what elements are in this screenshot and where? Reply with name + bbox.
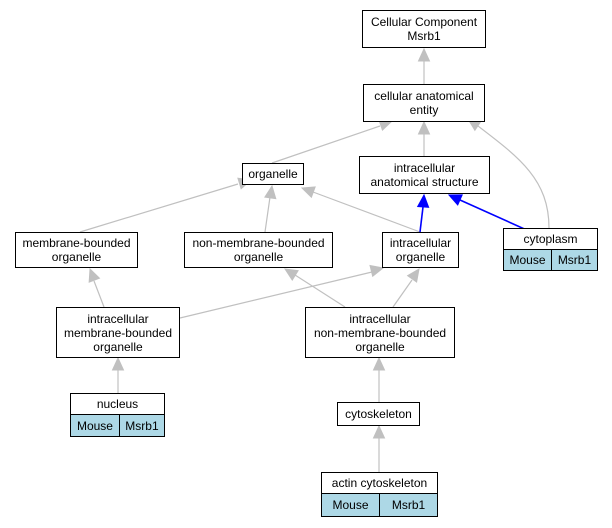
arrowhead <box>417 120 431 135</box>
node-cytoskeleton[interactable]: cytoskeleton <box>337 402 420 426</box>
arrowhead <box>88 267 101 283</box>
edge-mbo-to-organelle <box>79 177 253 233</box>
node-cellular-anatomical-entity[interactable]: cellular anatomical entity <box>363 84 485 122</box>
tag-species[interactable]: Mouse <box>322 494 379 516</box>
arrowhead <box>111 356 125 371</box>
arrowhead <box>369 264 385 278</box>
edge-actin-to-cytoskeleton <box>372 424 386 472</box>
arrowhead <box>406 268 420 283</box>
arrowhead <box>416 193 430 208</box>
tag-species[interactable]: Mouse <box>71 415 119 436</box>
edge-cytoskeleton-to-inmbo <box>372 356 386 402</box>
node-membrane-bounded-organelle[interactable]: membrane-bounded organelle <box>15 232 138 268</box>
tag-species[interactable]: Mouse <box>504 250 551 270</box>
arrowhead <box>372 424 386 439</box>
node-intracellular-anatomical-structure[interactable]: intracellular anatomical structure <box>359 156 490 194</box>
arrowhead <box>417 47 431 62</box>
edge-inmbo-to-io <box>392 268 420 308</box>
edge-inmbo-to-nmbo <box>283 268 346 308</box>
edge-nmbo-to-organelle <box>264 184 277 233</box>
node-cytoplasm[interactable]: cytoplasm <box>503 228 598 250</box>
edge-imbo-to-mbo <box>88 267 105 308</box>
edge-ias-to-cae <box>417 120 431 156</box>
annotation-row-cytoplasm: Mouse Msrb1 <box>503 250 598 271</box>
tag-gene[interactable]: Msrb1 <box>118 415 164 436</box>
tag-gene[interactable]: Msrb1 <box>550 250 597 270</box>
node-organelle[interactable]: organelle <box>242 163 304 185</box>
node-intracellular-non-membrane-bounded-organelle[interactable]: intracellular non-membrane-bounded organ… <box>305 307 455 358</box>
node-actin-cytoskeleton[interactable]: actin cytoskeleton <box>321 472 438 494</box>
edge-nucleus-to-imbo <box>111 356 125 393</box>
edge-io-to-organelle <box>300 186 421 233</box>
edge-imbo-to-io <box>179 264 385 319</box>
tag-gene[interactable]: Msrb1 <box>379 494 437 516</box>
annotation-row-nucleus: Mouse Msrb1 <box>70 415 165 437</box>
node-intracellular-membrane-bounded-organelle[interactable]: intracellular membrane-bounded organelle <box>56 307 180 358</box>
arrowhead <box>447 194 463 206</box>
edge-cae-to-root <box>417 47 431 84</box>
node-root[interactable]: Cellular Component Msrb1 <box>362 10 486 48</box>
edge-io-to-ias <box>416 193 430 233</box>
node-intracellular-organelle[interactable]: intracellular organelle <box>382 232 459 268</box>
node-non-membrane-bounded-organelle[interactable]: non-membrane-bounded organelle <box>184 232 333 268</box>
arrowhead <box>372 356 386 371</box>
annotation-row-actin-cytoskeleton: Mouse Msrb1 <box>321 494 438 517</box>
arrowhead <box>264 184 277 200</box>
arrowhead <box>283 268 299 281</box>
arrowhead <box>300 186 316 199</box>
node-nucleus[interactable]: nucleus <box>70 393 165 415</box>
